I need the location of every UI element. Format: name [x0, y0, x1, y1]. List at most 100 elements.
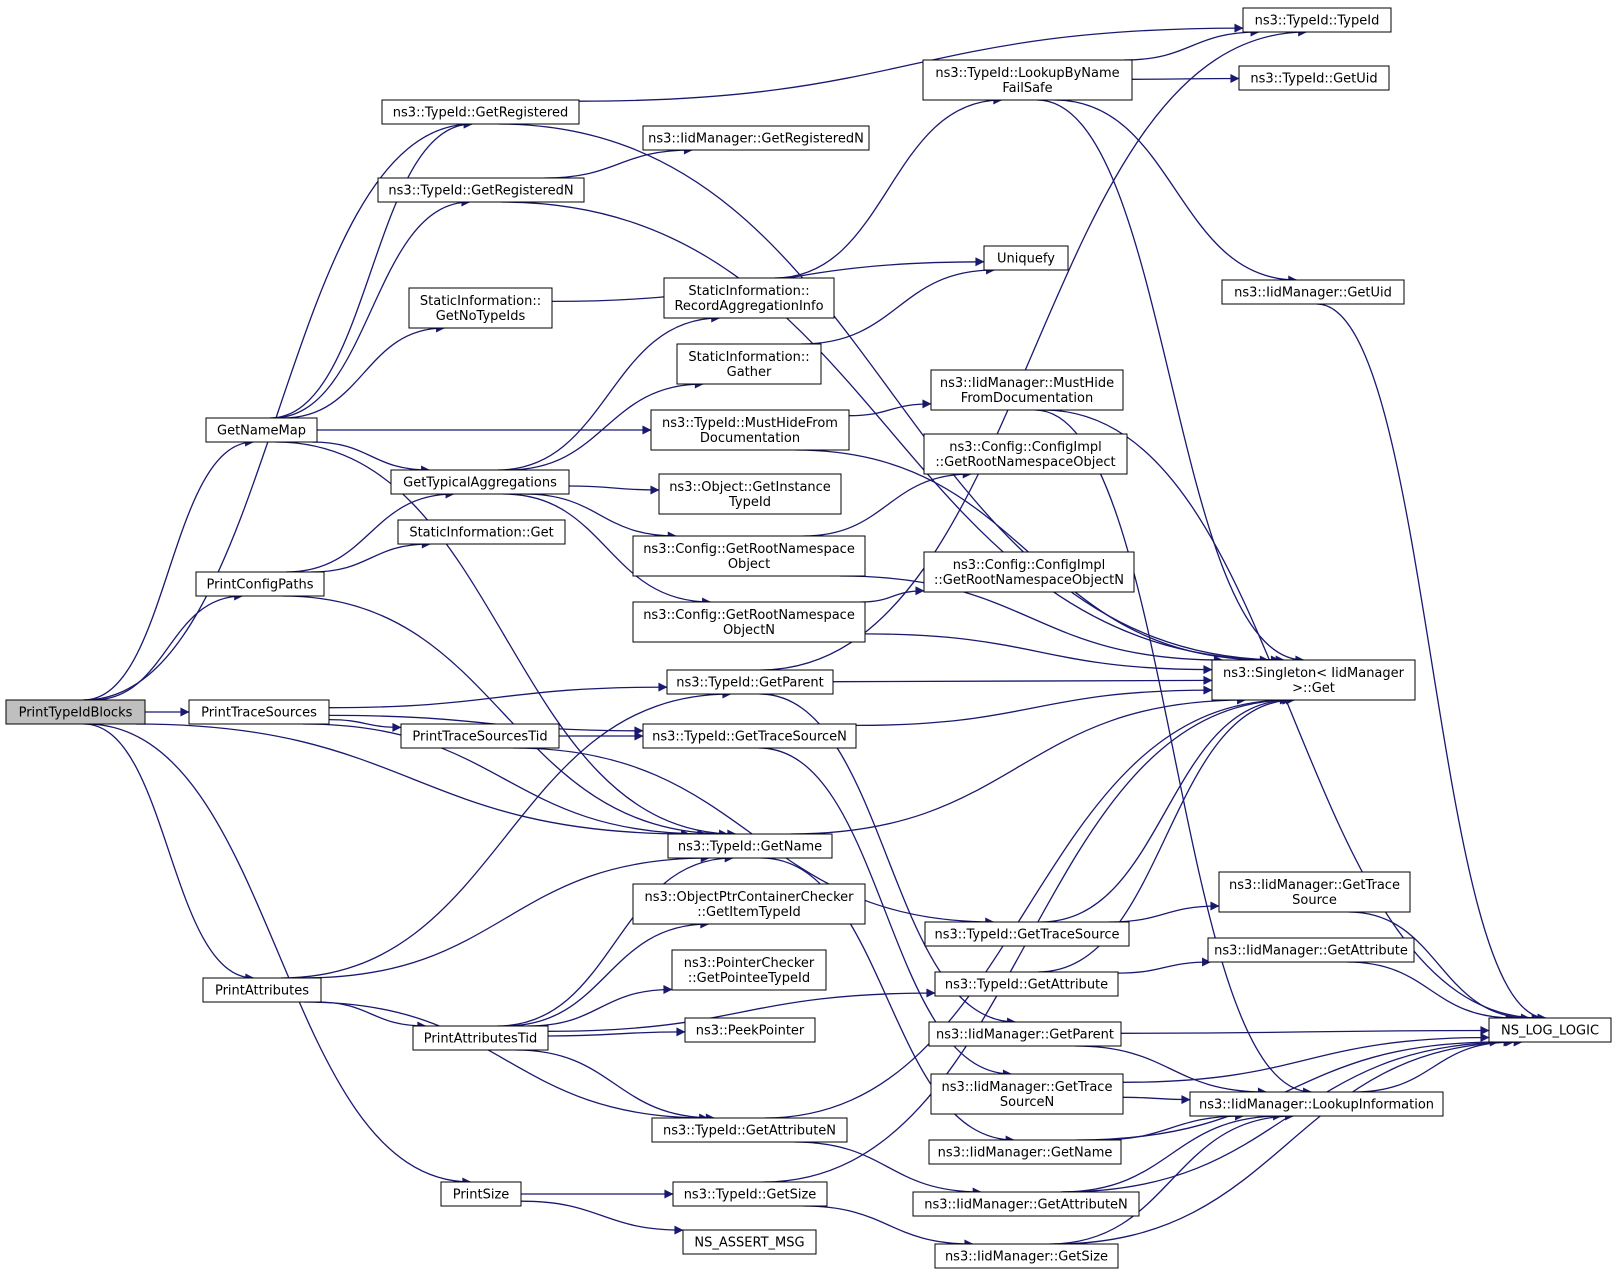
edge-printconfigpaths-to-gettypicalaggregations	[285, 489, 455, 573]
node-typeid-getparent[interactable]: ns3::TypeId::GetParent	[666, 669, 834, 695]
node-box	[666, 669, 834, 695]
edge-iid_getname-to-iid_lookupinformation	[1097, 1111, 1245, 1141]
node-box	[934, 1243, 1119, 1269]
node-label: GetNameMap	[217, 424, 306, 439]
node-printtracesources[interactable]: PrintTraceSources	[188, 699, 330, 725]
node-label: ns3::IidManager::GetParent	[936, 1028, 1114, 1043]
node-printconfigpaths[interactable]: PrintConfigPaths	[195, 571, 325, 597]
edge-iid_getattribute-to-ns_log_logic	[1346, 961, 1515, 1023]
node-box	[930, 1073, 1124, 1115]
node-objectptrcontainerchecker-getitemtypeid[interactable]: ns3::ObjectPtrContainerChecker::GetItemT…	[632, 883, 866, 925]
node-printattributes[interactable]: PrintAttributes	[202, 977, 322, 1003]
edge-printtracesources-to-typeid_getparent	[328, 682, 668, 709]
edge-config_getrootnamespaceobjectn-to-singleton_get	[864, 633, 1213, 675]
node-box	[928, 1139, 1122, 1165]
node-configimpl-getrootnamespaceobjectn[interactable]: ns3::Config::ConfigImpl::GetRootNamespac…	[923, 551, 1135, 593]
node-label: PrintAttributes	[215, 984, 309, 999]
node-label: SourceN	[1000, 1095, 1054, 1110]
node-config-getrootnamespaceobject[interactable]: ns3::Config::GetRootNamespaceObject	[632, 535, 866, 577]
node-box	[930, 369, 1124, 411]
edge-iid_gettracesourcen-to-iid_lookupinformation	[1122, 1095, 1191, 1105]
node-printsize[interactable]: PrintSize	[440, 1181, 522, 1207]
edge-typeid_lookupbynamefailsafe-to-typeid_getuid	[1131, 74, 1240, 84]
node-iid-getsize[interactable]: ns3::IidManager::GetSize	[934, 1243, 1119, 1269]
node-typeid-getname[interactable]: ns3::TypeId::GetName	[667, 833, 833, 859]
node-iid-getattributen[interactable]: ns3::IidManager::GetAttributeN	[912, 1191, 1140, 1217]
node-static-getnotypeids[interactable]: StaticInformation::GetNoTypeIds	[408, 287, 553, 329]
node-static-get[interactable]: StaticInformation::Get	[397, 519, 566, 545]
node-iid-getregisteredn[interactable]: ns3::IidManager::GetRegisteredN	[642, 125, 870, 151]
node-label: ns3::ObjectPtrContainerChecker	[644, 890, 854, 905]
node-label: ns3::TypeId::GetTraceSource	[934, 928, 1119, 943]
node-pointerchecker-getpointeetypeid[interactable]: ns3::PointerChecker::GetPointeeTypeId	[671, 949, 827, 991]
node-typeid-getsize[interactable]: ns3::TypeId::GetSize	[672, 1181, 828, 1207]
node-label: PrintTraceSourcesTid	[412, 730, 547, 745]
edge-root-to-printsize	[85, 723, 472, 1187]
node-box	[923, 551, 1135, 593]
node-box	[202, 977, 322, 1003]
edge-typeid_getregisteredn-to-iid_getregisteredn	[544, 145, 693, 179]
node-box	[912, 1191, 1140, 1217]
node-typeid-getattribute[interactable]: ns3::TypeId::GetAttribute	[934, 971, 1119, 997]
node-typeid-gettracesourcen[interactable]: ns3::TypeId::GetTraceSourceN	[642, 723, 857, 749]
node-label: ns3::IidManager::GetAttribute	[1214, 944, 1408, 959]
edge-getnamemap-to-typeid_getregistered	[269, 119, 473, 419]
node-iid-getparent[interactable]: ns3::IidManager::GetParent	[928, 1021, 1122, 1047]
edge-gettypicalaggregations-to-config_getrootnamespaceobject	[523, 493, 677, 541]
node-label: PrintAttributesTid	[424, 1032, 537, 1047]
node-typeid-getattributen[interactable]: ns3::TypeId::GetAttributeN	[651, 1117, 848, 1143]
node-label: NS_LOG_LOGIC	[1501, 1024, 1599, 1039]
node-iid-musthidefromdocumentation[interactable]: ns3::IidManager::MustHideFromDocumentati…	[930, 369, 1124, 411]
node-configimpl-getrootnamespaceobject[interactable]: ns3::Config::ConfigImpl::GetRootNamespac…	[923, 433, 1128, 475]
node-iid-gettracesource[interactable]: ns3::IidManager::GetTraceSource	[1218, 871, 1411, 913]
node-iid-gettracesourcen[interactable]: ns3::IidManager::GetTraceSourceN	[930, 1073, 1124, 1115]
node-uniquefy[interactable]: Uniquefy	[983, 245, 1069, 271]
node-peekpointer[interactable]: ns3::PeekPointer	[684, 1017, 816, 1043]
node-printattributestid[interactable]: PrintAttributesTid	[412, 1025, 549, 1051]
node-label: Source	[1292, 893, 1337, 908]
node-iid-getattribute[interactable]: ns3::IidManager::GetAttribute	[1207, 937, 1415, 963]
edge-printsize-to-ns_assert_msg	[520, 1200, 684, 1235]
edge-printattributes-to-typeid_getattributen	[303, 1001, 709, 1123]
node-label: ns3::Config::ConfigImpl	[949, 440, 1102, 455]
node-label: NS_ASSERT_MSG	[694, 1236, 804, 1251]
node-static-recordaggregationinfo[interactable]: StaticInformation::RecordAggregationInfo	[663, 277, 835, 319]
node-static-gather[interactable]: StaticInformation::Gather	[676, 343, 822, 385]
node-label: ns3::IidManager::GetName	[938, 1146, 1113, 1161]
node-typeid-typeid[interactable]: ns3::TypeId::TypeId	[1242, 7, 1392, 33]
node-box	[5, 699, 146, 725]
node-gettypicalaggregations[interactable]: GetTypicalAggregations	[390, 469, 570, 495]
node-box	[1218, 871, 1411, 913]
node-label: ::GetPointeeTypeId	[688, 971, 810, 986]
node-ns-log-logic[interactable]: NS_LOG_LOGIC	[1488, 1017, 1612, 1043]
node-iid-getname[interactable]: ns3::IidManager::GetName	[928, 1139, 1122, 1165]
node-getnamemap[interactable]: GetNameMap	[205, 417, 318, 443]
edge-iid_lookupinformation-to-ns_log_logic	[1354, 1037, 1513, 1093]
node-label: ns3::PointerChecker	[684, 956, 815, 971]
node-box	[1189, 1091, 1444, 1117]
node-typeid-getregistered[interactable]: ns3::TypeId::GetRegistered	[381, 99, 580, 125]
node-label: Object	[728, 557, 770, 572]
node-ns-assert-msg[interactable]: NS_ASSERT_MSG	[682, 1229, 817, 1255]
node-typeid-getregisteredn[interactable]: ns3::TypeId::GetRegisteredN	[377, 177, 585, 203]
edge-getnamemap-to-static_getnotypeids	[282, 323, 446, 419]
node-label: ns3::Singleton< IidManager	[1223, 666, 1405, 681]
node-printtracesourcestid[interactable]: PrintTraceSourcesTid	[400, 723, 560, 749]
node-iid-lookupinformation[interactable]: ns3::IidManager::LookupInformation	[1189, 1091, 1444, 1117]
node-label: ns3::IidManager::GetUid	[1234, 286, 1392, 301]
edge-typeid_getregisteredn-to-singleton_get	[501, 201, 1280, 665]
node-typeid-gettracesource[interactable]: ns3::TypeId::GetTraceSource	[924, 921, 1130, 947]
node-singleton-get[interactable]: ns3::Singleton< IidManager >::Get	[1211, 659, 1416, 701]
node-box	[1221, 279, 1405, 305]
node-config-getrootnamespaceobjectn[interactable]: ns3::Config::GetRootNamespaceObjectN	[632, 601, 866, 643]
edge-static_recordaggregationinfo-to-typeid_lookupbynamefailsafe	[774, 95, 1003, 279]
node-iid-getuid[interactable]: ns3::IidManager::GetUid	[1221, 279, 1405, 305]
node-typeid-getuid[interactable]: ns3::TypeId::GetUid	[1238, 65, 1390, 91]
edge-typeid_getattributen-to-iid_getattributen	[794, 1141, 982, 1197]
edge-typeid_getname-to-iid_getname	[760, 857, 1015, 1145]
node-box	[682, 1229, 817, 1255]
node-label: ns3::TypeId::GetUid	[1250, 72, 1377, 87]
